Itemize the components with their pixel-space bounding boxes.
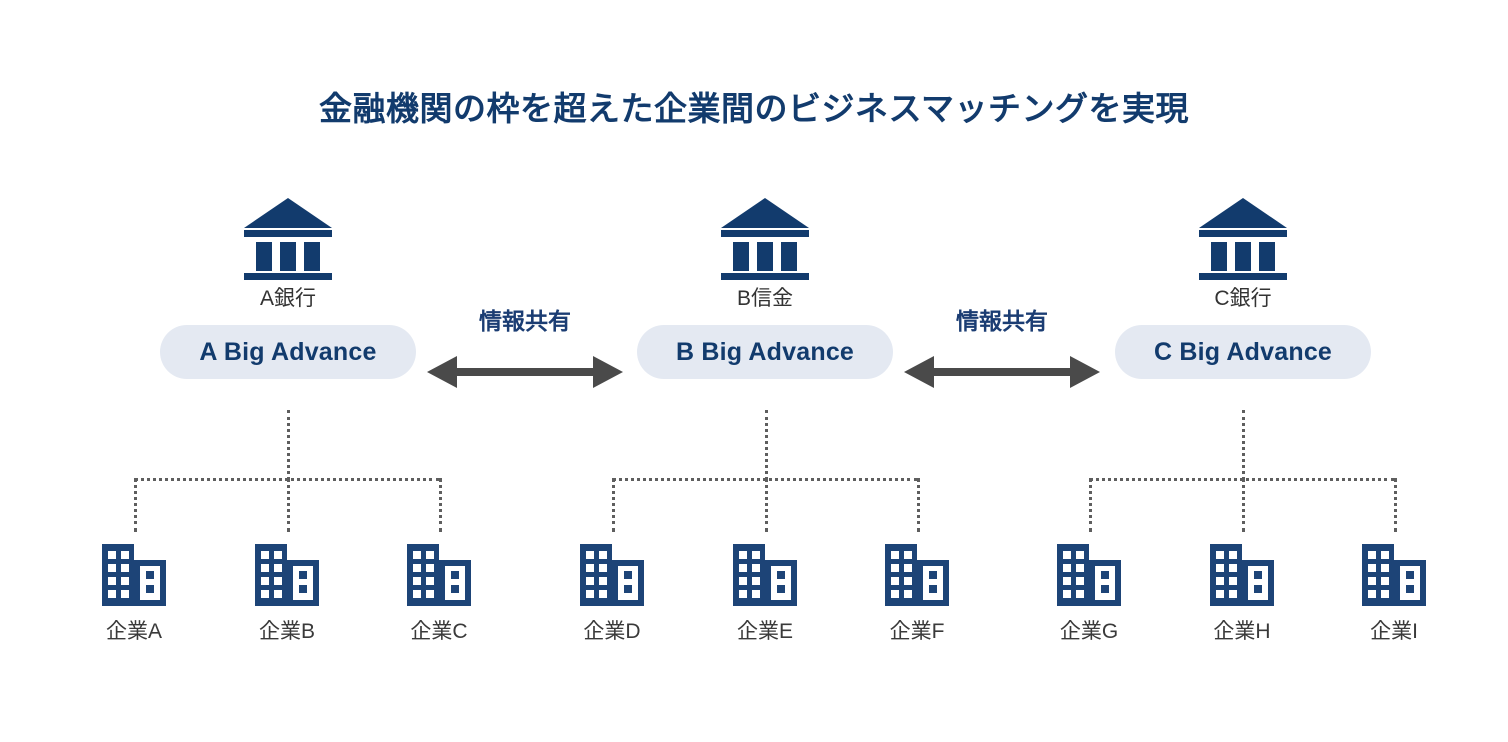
bank-icon — [719, 196, 811, 280]
building-icon — [578, 542, 646, 608]
bank-institution-label: A銀行 — [259, 287, 316, 310]
bank-icon — [242, 196, 334, 280]
bank-group-c: C銀行 C Big Advance — [1093, 196, 1393, 379]
tree-leg — [287, 478, 290, 532]
double-arrow-icon — [427, 333, 623, 389]
company-label: 企業A — [105, 620, 162, 643]
company-label: 企業G — [1059, 620, 1119, 643]
company-node-企業B[interactable]: 企業B — [217, 542, 357, 642]
building-icon — [883, 542, 951, 608]
company-label: 企業I — [1370, 620, 1418, 643]
share-label: 情報共有 — [956, 308, 1048, 334]
company-node-企業I[interactable]: 企業I — [1324, 542, 1464, 642]
company-label: 企業E — [736, 620, 793, 643]
tree-stem — [765, 410, 768, 480]
building-icon — [405, 542, 473, 608]
tree-leg — [917, 478, 920, 532]
share-connector-ab: 情報共有 — [420, 310, 630, 389]
company-node-企業D[interactable]: 企業D — [542, 542, 682, 642]
platform-pill-label: A Big Advance — [199, 337, 377, 366]
tree-leg — [612, 478, 615, 532]
tree-connector-a — [98, 410, 478, 540]
company-node-企業F[interactable]: 企業F — [847, 542, 987, 642]
tree-stem — [287, 410, 290, 480]
tree-leg — [1394, 478, 1397, 532]
building-icon — [253, 542, 321, 608]
tree-leg — [1089, 478, 1092, 532]
company-node-企業E[interactable]: 企業E — [695, 542, 835, 642]
building-icon — [1360, 542, 1428, 608]
bank-group-b: B信金 B Big Advance — [615, 196, 915, 379]
tree-leg — [439, 478, 442, 532]
company-node-企業A[interactable]: 企業A — [64, 542, 204, 642]
company-label: 企業F — [889, 620, 945, 643]
tree-stem — [1242, 410, 1245, 480]
bank-institution-label: C銀行 — [1214, 287, 1272, 310]
building-icon — [1208, 542, 1276, 608]
bank-icon — [1197, 196, 1289, 280]
platform-pill-b[interactable]: B Big Advance — [637, 325, 893, 379]
building-icon — [100, 542, 168, 608]
double-arrow-icon — [904, 333, 1100, 389]
tree-leg — [134, 478, 137, 532]
platform-pill-c[interactable]: C Big Advance — [1115, 325, 1371, 379]
company-node-企業C[interactable]: 企業C — [369, 542, 509, 642]
share-connector-bc: 情報共有 — [897, 310, 1107, 389]
building-icon — [1055, 542, 1123, 608]
tree-connector-c — [1053, 410, 1433, 540]
tree-connector-b — [576, 410, 956, 540]
bank-group-a: A銀行 A Big Advance — [138, 196, 438, 379]
bank-institution-label: B信金 — [736, 287, 793, 310]
page-title: 金融機関の枠を超えた企業間のビジネスマッチングを実現 — [318, 90, 1189, 127]
platform-pill-label: C Big Advance — [1153, 337, 1333, 366]
building-icon — [731, 542, 799, 608]
company-node-企業H[interactable]: 企業H — [1172, 542, 1312, 642]
tree-leg — [765, 478, 768, 532]
platform-pill-a[interactable]: A Big Advance — [160, 325, 416, 379]
platform-pill-label: B Big Advance — [675, 337, 855, 366]
company-label: 企業H — [1213, 620, 1271, 643]
share-label: 情報共有 — [479, 308, 571, 334]
company-label: 企業C — [410, 620, 468, 643]
company-label: 企業D — [583, 620, 641, 643]
tree-leg — [1242, 478, 1245, 532]
company-label: 企業B — [258, 620, 315, 643]
company-node-企業G[interactable]: 企業G — [1019, 542, 1159, 642]
